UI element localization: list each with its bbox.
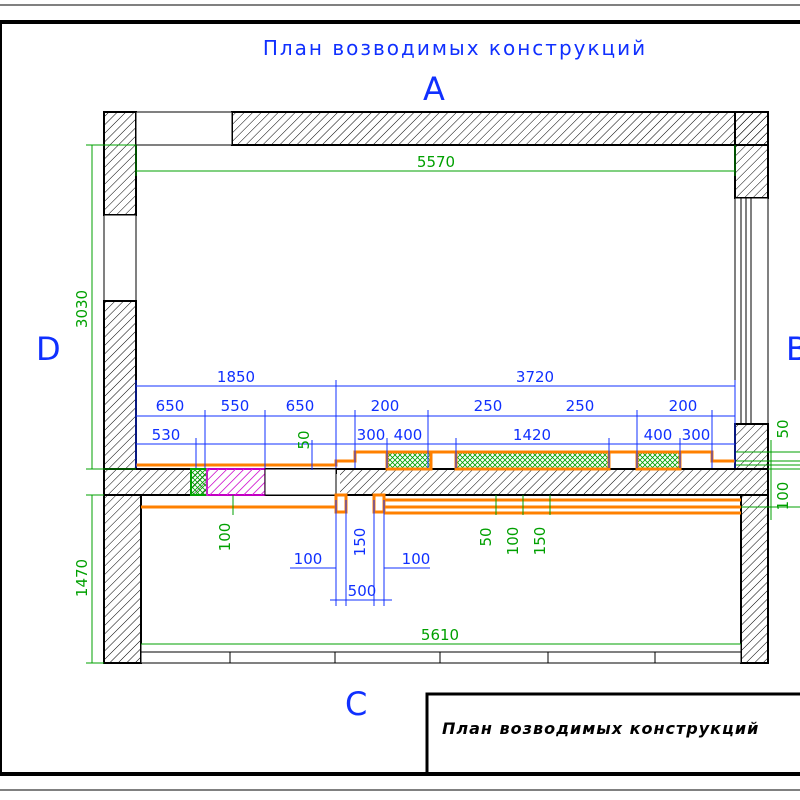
side-label-bottom: C: [345, 685, 368, 723]
dim-300-b: 300: [682, 426, 711, 444]
walls: [103, 111, 769, 664]
dim-below-100-b: 100: [402, 550, 431, 568]
dimension-lines-blue: [135, 380, 736, 606]
dim-300-a: 300: [357, 426, 386, 444]
dim-below-100-c: 100: [504, 527, 522, 556]
dim-bottom-width: 5610: [421, 626, 459, 644]
side-label-left: D: [36, 330, 61, 368]
dim-3720: 3720: [516, 368, 554, 386]
new-construction-upper: [136, 450, 735, 471]
dimension-texts: 5570 5610 3030 1470 1850 3720 650 550 65…: [73, 153, 792, 644]
dim-200-b: 200: [669, 397, 698, 415]
dim-200-a: 200: [371, 397, 400, 415]
drawing-title: План возводимых конструкций: [262, 36, 648, 60]
sheet-frame: [0, 4, 800, 791]
dim-550: 550: [221, 397, 250, 415]
dim-250-b: 250: [566, 397, 595, 415]
dim-530: 530: [152, 426, 181, 444]
dim-small-50: 50: [295, 430, 313, 449]
dim-right-50: 50: [774, 419, 792, 438]
dim-400-a: 400: [394, 426, 423, 444]
dim-below-50: 50: [477, 527, 495, 546]
dim-left-upper: 3030: [73, 290, 91, 328]
dim-650-a: 650: [156, 397, 185, 415]
dim-650-b: 650: [286, 397, 315, 415]
dim-1420: 1420: [513, 426, 551, 444]
new-construction-lower: [141, 493, 741, 515]
title-block: [425, 692, 800, 776]
dim-right-100: 100: [774, 482, 792, 511]
side-label-right: B: [786, 330, 800, 368]
dim-below-500: 500: [348, 582, 377, 600]
dim-1850: 1850: [217, 368, 255, 386]
dim-below-150: 150: [351, 528, 369, 557]
dim-400-b: 400: [644, 426, 673, 444]
title-block-text: План возводимых конструкций: [442, 719, 760, 738]
side-label-top: A: [423, 70, 445, 108]
dim-250-a: 250: [474, 397, 503, 415]
dim-top-width: 5570: [417, 153, 455, 171]
dimension-lines: [86, 144, 800, 664]
dim-left-lower: 1470: [73, 559, 91, 597]
dim-below-100-left: 100: [216, 523, 234, 552]
dim-below-150-c: 150: [531, 527, 549, 556]
dim-below-100-a: 100: [294, 550, 323, 568]
partition-inserts: [190, 468, 337, 496]
